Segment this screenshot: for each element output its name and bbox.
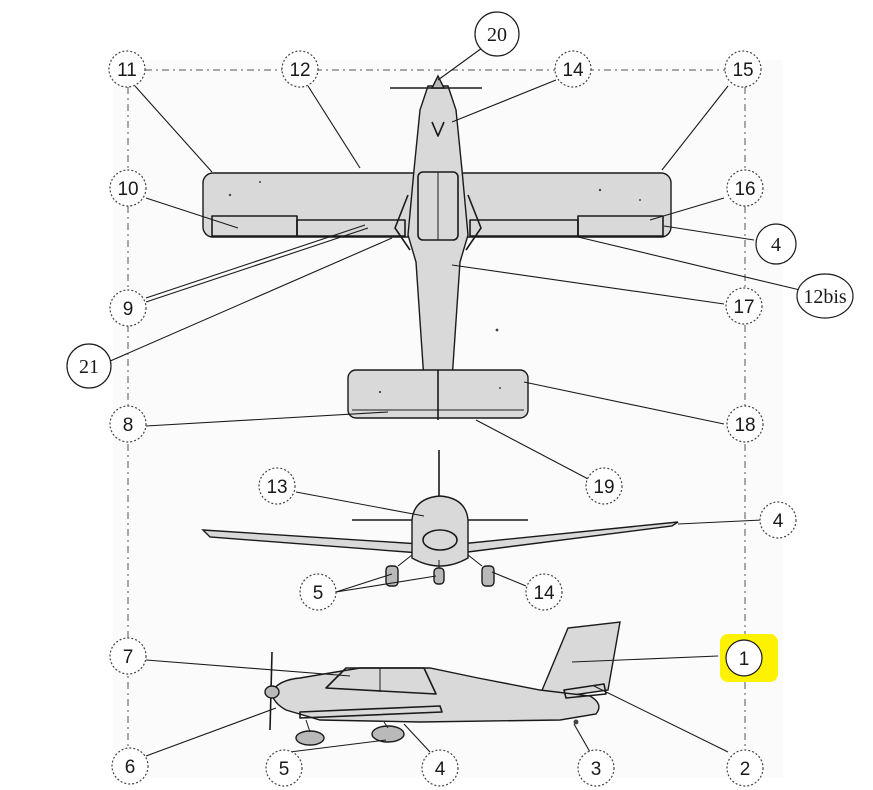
callout-10: 10 <box>109 169 147 207</box>
right-aileron <box>577 215 664 237</box>
svg-text:1: 1 <box>739 649 750 670</box>
svg-text:5: 5 <box>313 583 324 604</box>
callout-5-front: 5 <box>299 573 337 611</box>
callout-1-highlighted: 1 <box>720 634 778 682</box>
callout-12bis: 12bis <box>796 273 854 319</box>
svg-text:4: 4 <box>771 234 781 256</box>
callout-13: 13 <box>258 467 296 505</box>
svg-text:9: 9 <box>123 299 134 320</box>
callout-21: 21 <box>66 343 112 389</box>
svg-text:14: 14 <box>562 60 584 81</box>
svg-text:7: 7 <box>123 647 134 668</box>
svg-text:20: 20 <box>487 24 507 46</box>
stabilizer-side <box>563 683 607 699</box>
top-view <box>202 74 672 420</box>
callout-15: 15 <box>724 50 762 88</box>
side-view <box>264 621 621 746</box>
svg-text:15: 15 <box>732 60 753 81</box>
callout-14-front: 14 <box>525 573 563 611</box>
svg-text:12: 12 <box>289 60 310 81</box>
callout-4-wing: 4 <box>755 223 797 265</box>
svg-text:4: 4 <box>773 511 784 532</box>
svg-text:13: 13 <box>266 477 287 498</box>
svg-text:21: 21 <box>79 356 99 378</box>
svg-text:2: 2 <box>740 759 751 780</box>
callout-7: 7 <box>109 637 147 675</box>
callout-6: 6 <box>111 747 149 785</box>
wing-side <box>299 705 443 719</box>
svg-text:6: 6 <box>125 757 136 778</box>
nose-wheel-side <box>295 730 325 746</box>
left-flap <box>296 219 406 237</box>
front-view <box>201 450 679 587</box>
callout-5-side: 5 <box>265 749 303 787</box>
svg-text:8: 8 <box>123 415 134 436</box>
svg-text:16: 16 <box>734 179 755 200</box>
svg-text:19: 19 <box>593 477 614 498</box>
callout-9: 9 <box>109 289 147 327</box>
svg-text:3: 3 <box>591 759 602 780</box>
main-wheel-right-front <box>481 565 495 587</box>
svg-text:10: 10 <box>117 179 138 200</box>
callout-12: 12 <box>281 50 319 88</box>
cowling-front <box>422 529 458 551</box>
svg-text:14: 14 <box>533 583 555 604</box>
svg-text:18: 18 <box>734 415 755 436</box>
callout-14-top: 14 <box>554 50 592 88</box>
fin-side <box>536 621 621 701</box>
callout-11: 11 <box>108 50 146 88</box>
fuselage-front <box>411 495 469 567</box>
callout-8: 8 <box>109 405 147 443</box>
fuselage-side <box>271 667 600 723</box>
callout-2: 2 <box>726 749 764 787</box>
svg-text:17: 17 <box>733 297 754 318</box>
main-wheel-side <box>371 725 405 743</box>
callout-20: 20 <box>474 11 520 57</box>
callout-4-side: 4 <box>421 749 459 787</box>
svg-text:4: 4 <box>435 759 446 780</box>
spinner-top <box>430 74 446 89</box>
svg-text:12bis: 12bis <box>803 286 847 308</box>
callout-16: 16 <box>726 169 764 207</box>
svg-text:11: 11 <box>117 60 137 81</box>
spinner-side <box>264 685 280 699</box>
svg-text:5: 5 <box>279 759 290 780</box>
callout-18: 18 <box>726 405 764 443</box>
callout-4-front: 4 <box>759 501 797 539</box>
callout-3: 3 <box>577 749 615 787</box>
callout-19: 19 <box>585 467 623 505</box>
leader-lines <box>107 47 801 757</box>
callout-17: 17 <box>725 287 763 325</box>
